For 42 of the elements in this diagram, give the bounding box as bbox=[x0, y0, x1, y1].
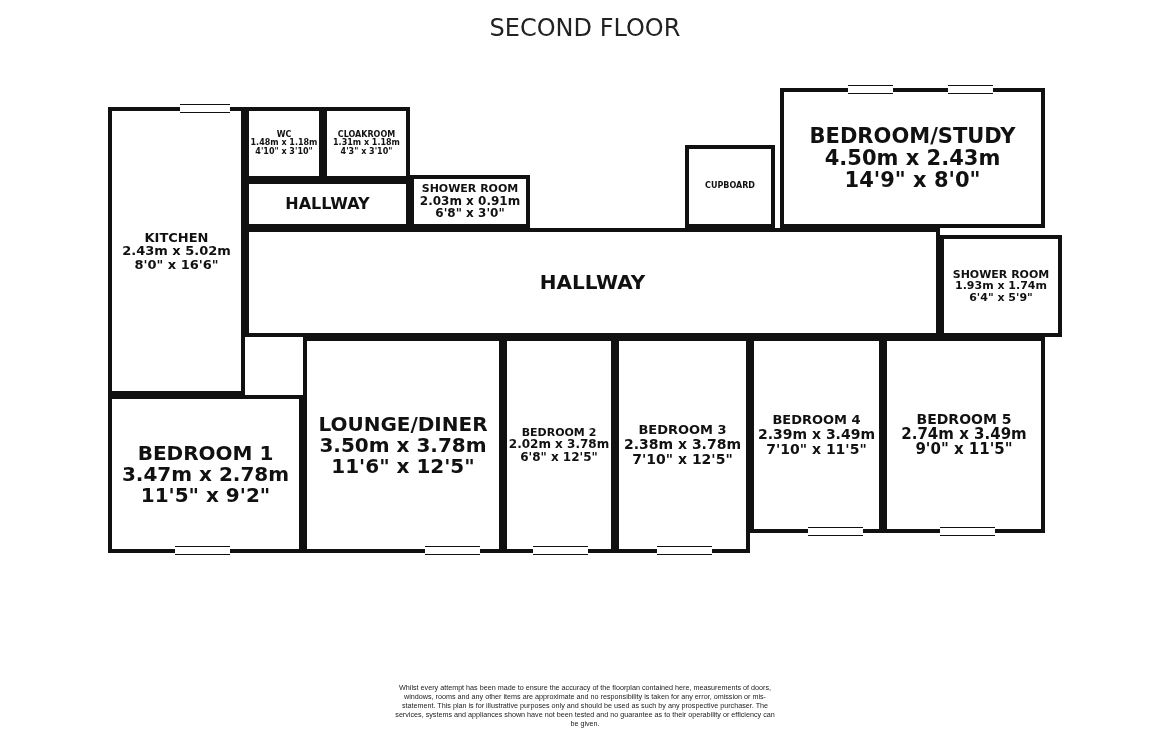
room-dimensions-metric: 1.48m x 1.18m bbox=[250, 139, 318, 148]
room-name: BEDROOM/STUDY bbox=[809, 124, 1016, 147]
room-dimensions-imperial: 7'10" x 12'5" bbox=[632, 451, 733, 467]
room-name: CUPBOARD bbox=[705, 182, 755, 191]
room-name: BEDROOM 4 bbox=[772, 413, 861, 428]
room-outline bbox=[780, 88, 1045, 228]
room-dimensions-metric: 1.31m x 1.18m bbox=[333, 139, 400, 148]
floor-title: SECOND FLOOR bbox=[488, 14, 682, 42]
room-dimensions-imperial: 4'10" x 3'10" bbox=[255, 147, 313, 157]
room-name: KITCHEN bbox=[144, 230, 209, 245]
room-dimensions-imperial: 11'6" x 12'5" bbox=[331, 455, 475, 477]
room-dimensions-imperial: 11'5" x 9'2" bbox=[140, 484, 271, 506]
room-dimensions-imperial: 6'4" x 5'9" bbox=[969, 291, 1033, 304]
room-name: BEDROOM 3 bbox=[638, 423, 727, 438]
room-dimensions-imperial: 6'8" x 12'5" bbox=[520, 450, 598, 464]
room-name: HALLWAY bbox=[285, 195, 370, 213]
room-name: SHOWER ROOM bbox=[952, 268, 1050, 281]
room-name: SHOWER ROOM bbox=[421, 183, 519, 195]
room-dimensions-metric: 3.50m x 3.78m bbox=[319, 434, 487, 456]
room-dimensions-metric: 2.74m x 3.49m bbox=[901, 426, 1027, 443]
room-dimensions-metric: 4.50m x 2.43m bbox=[824, 146, 1001, 169]
room-dimensions-imperial: 9'0" x 11'5" bbox=[915, 442, 1013, 459]
room-dimensions-imperial: 6'8" x 3'0" bbox=[435, 207, 505, 220]
room-dimensions-metric: 2.02m x 3.78m bbox=[508, 438, 610, 451]
room-name: HALLWAY bbox=[539, 272, 646, 293]
room-name: BEDROOM 5 bbox=[916, 411, 1012, 427]
room-dimensions-metric: 2.43m x 5.02m bbox=[122, 244, 231, 258]
room-name: CLOAKROOM bbox=[337, 130, 396, 139]
room-name: BEDROOM 2 bbox=[521, 426, 597, 439]
room-outline bbox=[685, 145, 775, 228]
room-dimensions-imperial: 7'10" x 11'5" bbox=[766, 441, 867, 457]
room-dimensions-metric: 2.39m x 3.49m bbox=[757, 427, 875, 442]
room-dimensions-imperial: 8'0" x 16'6" bbox=[134, 257, 219, 272]
room-dimensions-metric: 2.38m x 3.78m bbox=[623, 437, 741, 452]
room-dimensions-imperial: 14'9" x 8'0" bbox=[844, 169, 981, 192]
room-name: BEDROOM 1 bbox=[137, 442, 274, 464]
room-dimensions-imperial: 4'3" x 3'10" bbox=[340, 147, 393, 157]
room-dimensions-metric: 2.03m x 0.91m bbox=[419, 194, 521, 208]
room-name: WC bbox=[276, 130, 292, 139]
room-dimensions-metric: 1.93m x 1.74m bbox=[955, 280, 1047, 292]
room-name: LOUNGE/DINER bbox=[318, 413, 488, 435]
room-dimensions-metric: 3.47m x 2.78m bbox=[121, 463, 290, 485]
